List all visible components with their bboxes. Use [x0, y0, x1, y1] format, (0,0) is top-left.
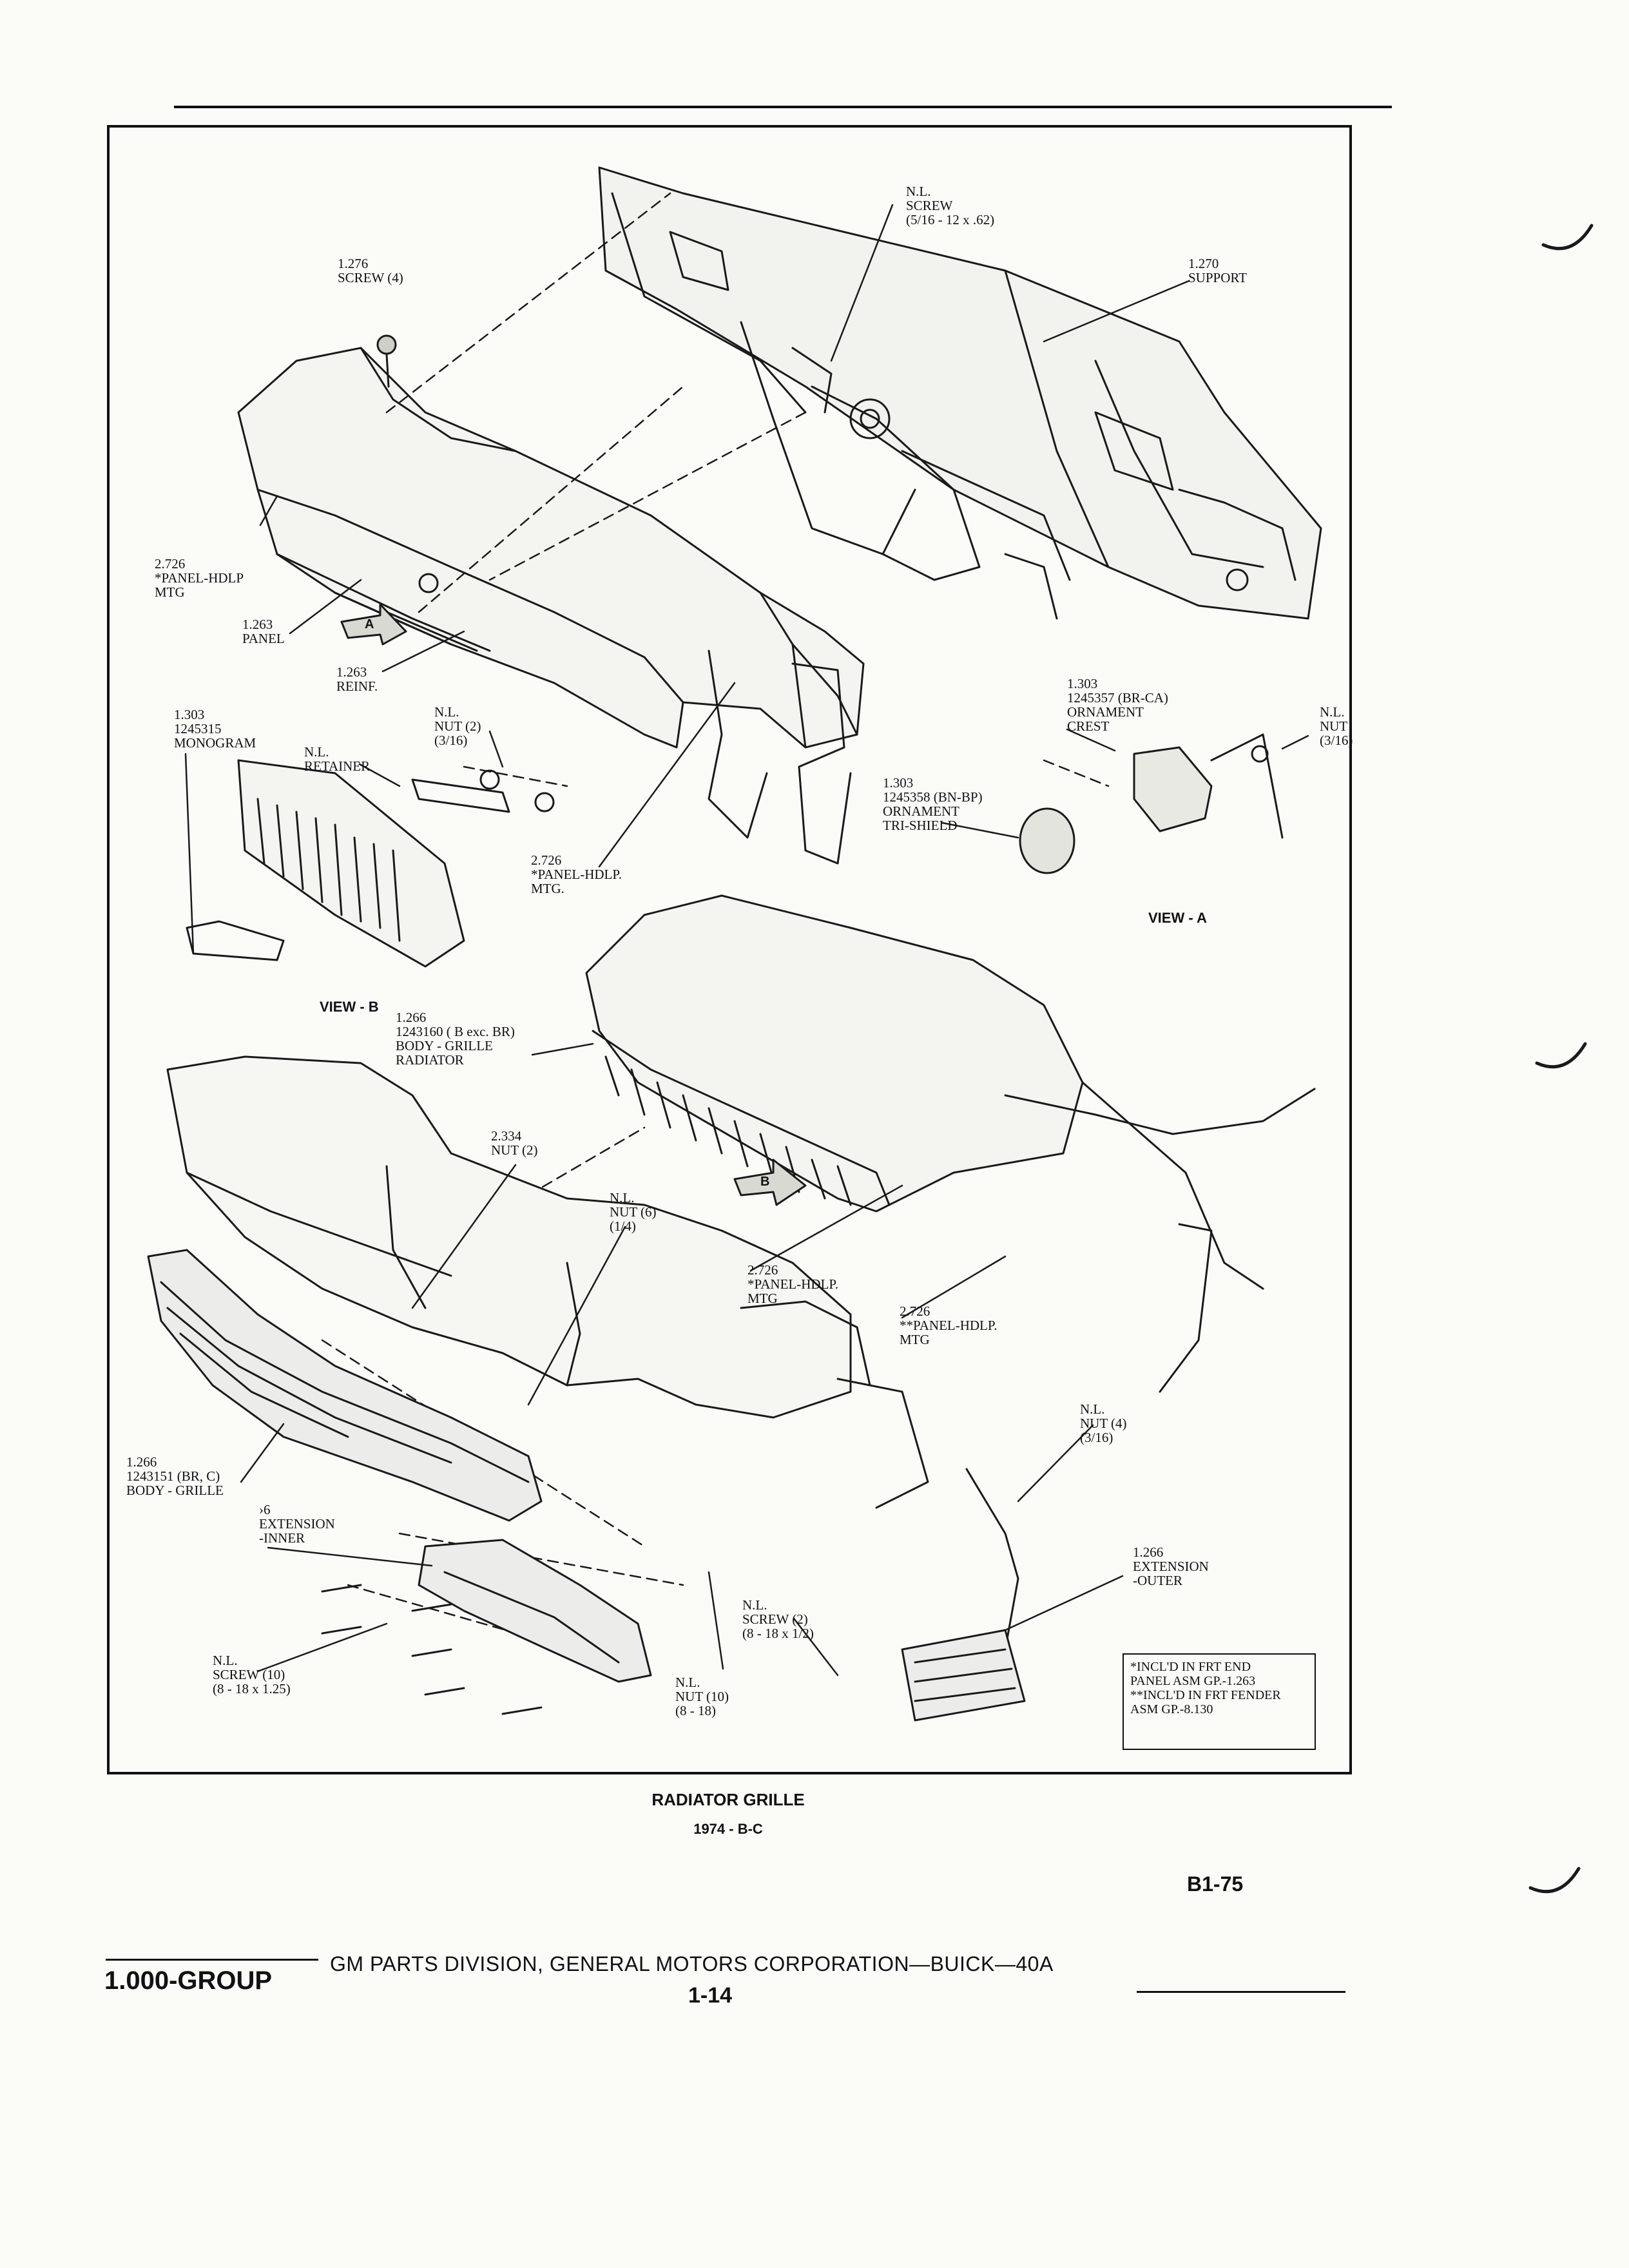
radiator-grille-drawing	[585, 894, 1316, 1393]
radiator-support-drawing	[598, 166, 1322, 620]
main-body-grille-drawing	[147, 1249, 543, 1522]
footer-page-number: 1-14	[688, 1983, 733, 2008]
label-nl-nut-10: N.L. NUT (10) (8 - 18)	[675, 1675, 729, 1718]
figure-title: RADIATOR GRILLE	[651, 1790, 805, 1809]
label-nl-screw-top: N.L. SCREW (5/16 - 12 x .62)	[906, 184, 995, 227]
label-monogram-1303: 1.303 1245315 MONOGRAM	[174, 707, 256, 751]
view-b-label: VIEW - B	[320, 999, 379, 1015]
label-nl-screw-10: N.L. SCREW (10) (8 - 18 x 1.25)	[213, 1653, 291, 1696]
diagram-frame	[107, 125, 1352, 1774]
notes-box: *INCL'D IN FRT END PANEL ASM GP.-1.263 *…	[1123, 1653, 1316, 1750]
label-extension-outer: 1.266 EXTENSION -OUTER	[1133, 1544, 1209, 1588]
page-code: B1-75	[1187, 1872, 1244, 1896]
label-panel-1263: 1.263 PANEL	[242, 617, 285, 646]
label-nl-screw-2: N.L. SCREW (2) (8 - 18 x 1/2)	[742, 1597, 814, 1641]
label-panel-hdlp-mtg-a: 2.726 *PANEL-HDLP MTG	[155, 556, 244, 600]
label-panel-hdlp-mtg-b: 2.726 *PANEL-HDLP. MTG.	[531, 852, 622, 896]
footer-group: 1.000-GROUP	[104, 1966, 273, 1995]
screw-drawings	[321, 334, 543, 1715]
label-reinf-1263: 1.263 REINF.	[336, 664, 378, 694]
view-b-grille-drawing	[186, 759, 555, 968]
label-panel-hdlp-mtg-c: 2.726 *PANEL-HDLP. MTG	[747, 1262, 838, 1306]
label-ornament-crest: 1.303 1245357 (BR-CA) ORNAMENT CREST	[1067, 676, 1168, 734]
arrow-a-letter: A	[365, 617, 374, 631]
label-leader-lines	[184, 204, 1309, 1677]
label-screw-1276: 1.276 SCREW (4)	[338, 256, 403, 285]
lower-front-end-drawing	[166, 1055, 1019, 1651]
label-nl-nut-4: N.L. NUT (4) (3/16)	[1080, 1401, 1127, 1445]
figure-subtitle: 1974 - B-C	[693, 1821, 763, 1837]
label-support-1270: 1.270 SUPPORT	[1188, 256, 1247, 285]
label-panel-hdlp-mtg-d: 2.726 **PANEL-HDLP. MTG	[900, 1303, 998, 1347]
footer-rule-right	[1137, 1991, 1345, 1993]
label-nl-nut-316: N.L. NUT (3/16)	[1320, 704, 1353, 748]
label-nl-retainer: N.L. RETAINER	[304, 744, 371, 774]
binding-marks	[1528, 224, 1594, 1894]
label-extension-inner: ›6 EXTENSION -INNER	[259, 1502, 335, 1546]
footer-rule-left	[106, 1959, 318, 1961]
label-body-grille-1266: 1.266 1243151 (BR, C) BODY - GRILLE	[126, 1454, 224, 1498]
footer-publisher: GM PARTS DIVISION, GENERAL MOTORS CORPOR…	[330, 1952, 1054, 1975]
label-nl-nut-2: N.L. NUT (2) (3/16)	[434, 704, 481, 748]
view-a-crest-drawing	[1019, 733, 1284, 874]
label-tri-shield: 1.303 1245358 (BN-BP) ORNAMENT TRI-SHIEL…	[883, 775, 983, 833]
extension-drawings	[418, 1539, 1026, 1722]
direction-arrows	[340, 603, 807, 1206]
label-nl-nut-6: N.L. NUT (6) (1/4)	[610, 1190, 657, 1234]
arrow-b-letter: B	[760, 1175, 770, 1189]
view-a-label: VIEW - A	[1148, 910, 1207, 926]
label-nut-2334: 2.334 NUT (2)	[491, 1128, 538, 1158]
top-rule	[174, 106, 1392, 108]
label-grille-radiator: 1.266 1243160 ( B exc. BR) BODY - GRILLE…	[396, 1010, 515, 1068]
